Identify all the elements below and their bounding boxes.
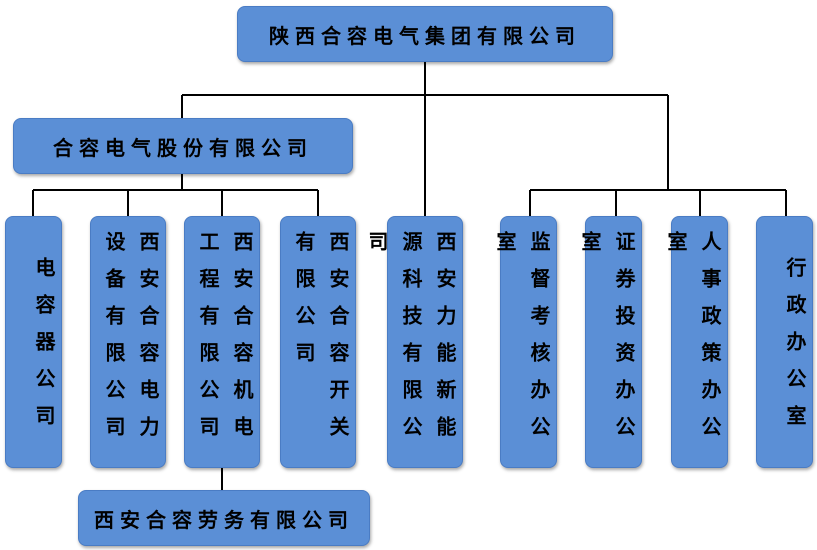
subsidiary-power-equipment-company: 西安合容电力设备有限公司	[90, 216, 166, 468]
office-administration: 行政办公室	[756, 216, 813, 468]
subsidiary-switch-company: 西安合容开关有限公司	[280, 216, 356, 468]
labor-company-box: 西安合容劳务有限公司	[78, 490, 370, 546]
subsidiary-capacitor-company: 电容器公司	[5, 216, 62, 468]
subsidiary-electromechanical-company: 西安合容机电工程有限公司	[184, 216, 260, 468]
sub-company-box: 合容电气股份有限公司	[13, 118, 353, 174]
office-hr-policy: 人事政策办公室	[664, 216, 728, 468]
new-energy-company-box: 西安力能新能源科技有限公司	[365, 216, 463, 468]
root-company-box: 陕西合容电气集团有限公司	[237, 6, 613, 62]
office-securities-investment: 证券投资办公室	[578, 216, 642, 468]
office-supervision: 监督考核办公室	[493, 216, 557, 468]
